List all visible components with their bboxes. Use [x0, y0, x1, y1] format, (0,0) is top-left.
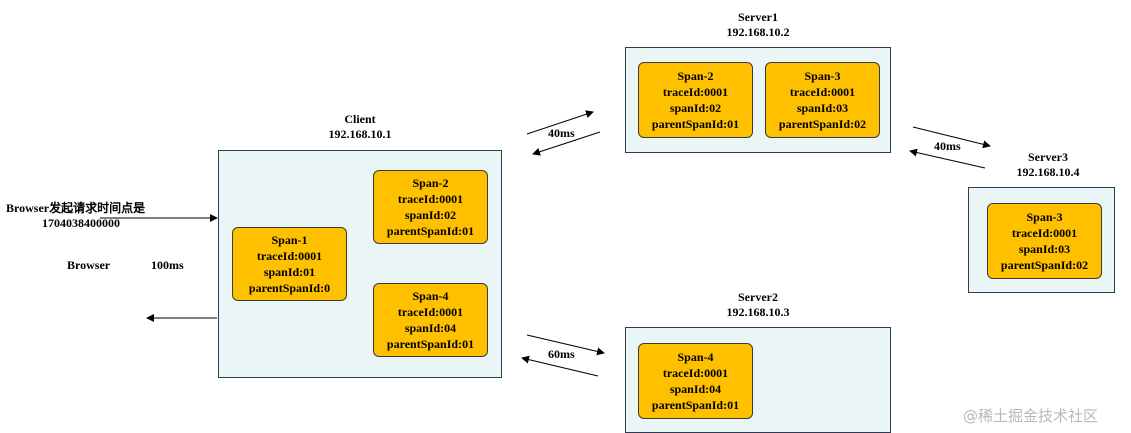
- span-parent-id: parentSpanId:02: [778, 117, 867, 131]
- span-parent-id: parentSpanId:01: [386, 224, 475, 238]
- server1-title: Server1 192.168.10.2: [708, 10, 808, 40]
- watermark: @稀土掘金技术社区: [963, 407, 1099, 425]
- span-parent-id: parentSpanId:01: [651, 398, 740, 412]
- server2-span-4: Span-4 traceId:0001 spanId:04 parentSpan…: [638, 343, 753, 419]
- span-title: Span-4: [677, 350, 714, 364]
- arrow-server2-to-client: [521, 355, 599, 377]
- browser-name: Browser: [67, 258, 111, 272]
- client-ip: 192.168.10.1: [328, 127, 392, 141]
- browser-request-label: Browser发起请求时间点是 1704038400000: [6, 201, 145, 231]
- latency-client-server2: 60ms: [548, 347, 575, 361]
- arrow-client-to-server1: [526, 110, 594, 135]
- span-trace-id: traceId:0001: [397, 192, 464, 206]
- server3-title: Server3 192.168.10.4: [998, 150, 1098, 180]
- span-trace-id: traceId:0001: [662, 366, 729, 380]
- span-id: spanId:02: [669, 101, 722, 115]
- span-parent-id: parentSpanId:01: [651, 117, 740, 131]
- server1-name: Server1: [738, 10, 778, 24]
- client-span-2: Span-2 traceId:0001 spanId:02 parentSpan…: [373, 170, 488, 244]
- span-trace-id: traceId:0001: [789, 85, 856, 99]
- server3-span-3: Span-3 traceId:0001 spanId:03 parentSpan…: [987, 203, 1102, 279]
- server1-span-2: Span-2 traceId:0001 spanId:02 parentSpan…: [638, 62, 753, 138]
- server1-span-3: Span-3 traceId:0001 spanId:03 parentSpan…: [765, 62, 880, 138]
- span-trace-id: traceId:0001: [1011, 226, 1078, 240]
- client-span-1: Span-1 traceId:0001 spanId:01 parentSpan…: [232, 227, 347, 301]
- span-trace-id: traceId:0001: [397, 305, 464, 319]
- server3-ip: 192.168.10.4: [1016, 165, 1080, 179]
- latency-server1-server3: 40ms: [934, 139, 961, 153]
- span-id: spanId:04: [404, 321, 457, 335]
- browser-duration: 100ms: [151, 258, 184, 272]
- browser-request-line1: Browser发起请求时间点是: [6, 201, 146, 215]
- span-title: Span-3: [804, 69, 841, 83]
- span-id: spanId:01: [263, 265, 316, 279]
- span-title: Span-4: [412, 289, 449, 303]
- client-span-4: Span-4 traceId:0001 spanId:04 parentSpan…: [373, 283, 488, 357]
- span-parent-id: parentSpanId:02: [1000, 258, 1089, 272]
- span-title: Span-1: [271, 233, 308, 247]
- span-title: Span-2: [412, 176, 449, 190]
- span-id: spanId:03: [1018, 242, 1071, 256]
- span-title: Span-3: [1026, 210, 1063, 224]
- browser-request-timestamp: 1704038400000: [42, 216, 120, 230]
- client-title: Client 192.168.10.1: [310, 112, 410, 142]
- server2-ip: 192.168.10.3: [726, 305, 790, 319]
- span-id: spanId:02: [404, 208, 457, 222]
- server2-name: Server2: [738, 290, 778, 304]
- server2-title: Server2 192.168.10.3: [708, 290, 808, 320]
- span-trace-id: traceId:0001: [256, 249, 323, 263]
- server3-name: Server3: [1028, 150, 1068, 164]
- arrow-server3-to-server1: [909, 148, 986, 169]
- arrow-server1-to-client: [532, 131, 601, 156]
- arrow-server1-to-server3: [912, 126, 991, 149]
- span-parent-id: parentSpanId:0: [248, 281, 331, 295]
- span-title: Span-2: [677, 69, 714, 83]
- span-id: spanId:03: [796, 101, 849, 115]
- arrow-client-to-server2: [526, 334, 605, 356]
- span-id: spanId:04: [669, 382, 722, 396]
- latency-client-server1: 40ms: [548, 126, 575, 140]
- span-parent-id: parentSpanId:01: [386, 337, 475, 351]
- span-trace-id: traceId:0001: [662, 85, 729, 99]
- server1-ip: 192.168.10.2: [726, 25, 790, 39]
- client-name: Client: [344, 112, 376, 126]
